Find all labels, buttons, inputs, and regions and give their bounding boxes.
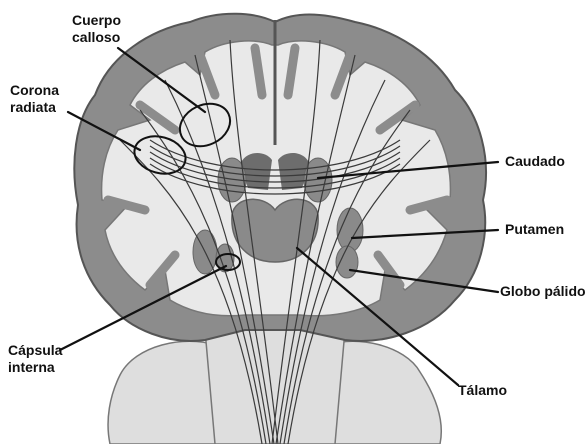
label-globo-palido: Globo pálido	[500, 283, 586, 300]
label-talamo: Tálamo	[458, 382, 507, 399]
label-cuerpo-calloso: Cuerpo calloso	[72, 12, 121, 46]
label-corona-radiata: Corona radiata	[10, 82, 59, 116]
label-putamen: Putamen	[505, 221, 564, 238]
label-capsula-interna: Cápsula interna	[8, 342, 62, 376]
label-caudado: Caudado	[505, 153, 565, 170]
